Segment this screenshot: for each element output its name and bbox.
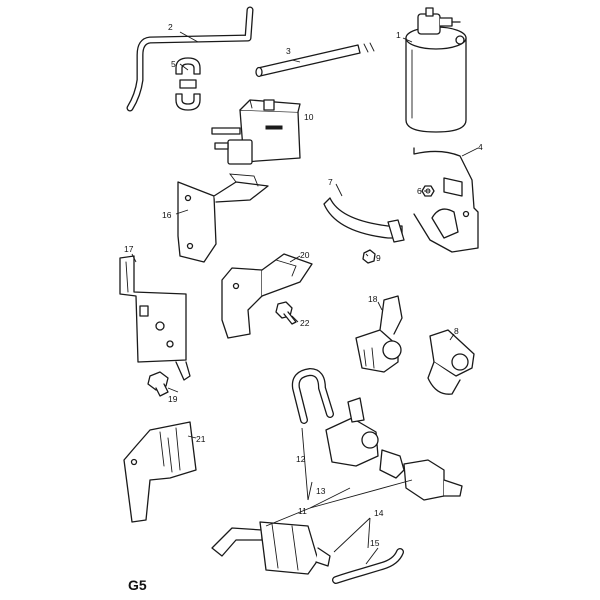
part-18-clip: [355, 295, 403, 373]
callout-19: 19: [168, 394, 178, 404]
part-1-canister: [405, 7, 467, 133]
callout-11: 11: [298, 506, 307, 516]
part-4-bracket: [413, 147, 479, 253]
callout-2: 2: [168, 22, 173, 32]
part-15-curved-hose: [332, 548, 404, 584]
part-8-clip: [427, 329, 475, 395]
callout-15: 15: [370, 538, 380, 548]
callout-labels: 2 5 3 1 10 4 7 6 16 17 20 9 18 22 8 19 2…: [124, 22, 483, 548]
part-12-loop-pipe: [291, 368, 334, 424]
callout-4: 4: [478, 142, 483, 152]
callout-20: 20: [300, 250, 310, 260]
callout-7: 7: [328, 177, 333, 187]
callout-5: 5: [171, 59, 176, 69]
callout-10: 10: [304, 112, 314, 122]
part-22-bolt: [275, 301, 297, 325]
callout-1: 1: [396, 30, 401, 40]
part-valve: [379, 449, 463, 501]
part-13-connector: [325, 397, 379, 467]
callout-21: 21: [196, 434, 206, 444]
callout-8: 8: [454, 326, 459, 336]
part-9-nut: [362, 249, 376, 264]
callout-16: 16: [162, 210, 172, 220]
part-3-hose: [255, 42, 375, 78]
callout-9: 9: [376, 253, 381, 263]
callout-17: 17: [124, 244, 134, 254]
callout-6: 6: [417, 186, 422, 196]
leader-lines: [131, 31, 479, 565]
callout-22: 22: [300, 318, 310, 328]
part-21-bracket: [123, 421, 197, 523]
part-17-bracket: [119, 255, 191, 381]
callout-12: 12: [296, 454, 306, 464]
figure-code: G5: [128, 577, 147, 593]
part-20-bracket: [221, 253, 313, 339]
callout-13: 13: [316, 486, 326, 496]
callout-14: 14: [374, 508, 384, 518]
part-11-pipe-assembly: [211, 521, 331, 575]
part-16-bracket: [177, 173, 269, 263]
callout-18: 18: [368, 294, 378, 304]
callout-3: 3: [286, 46, 291, 56]
part-7-strap: [323, 197, 405, 243]
part-10-solenoid-valve: [211, 99, 301, 165]
part-5-clips: [175, 57, 201, 111]
part-19-bolt: [147, 371, 169, 397]
